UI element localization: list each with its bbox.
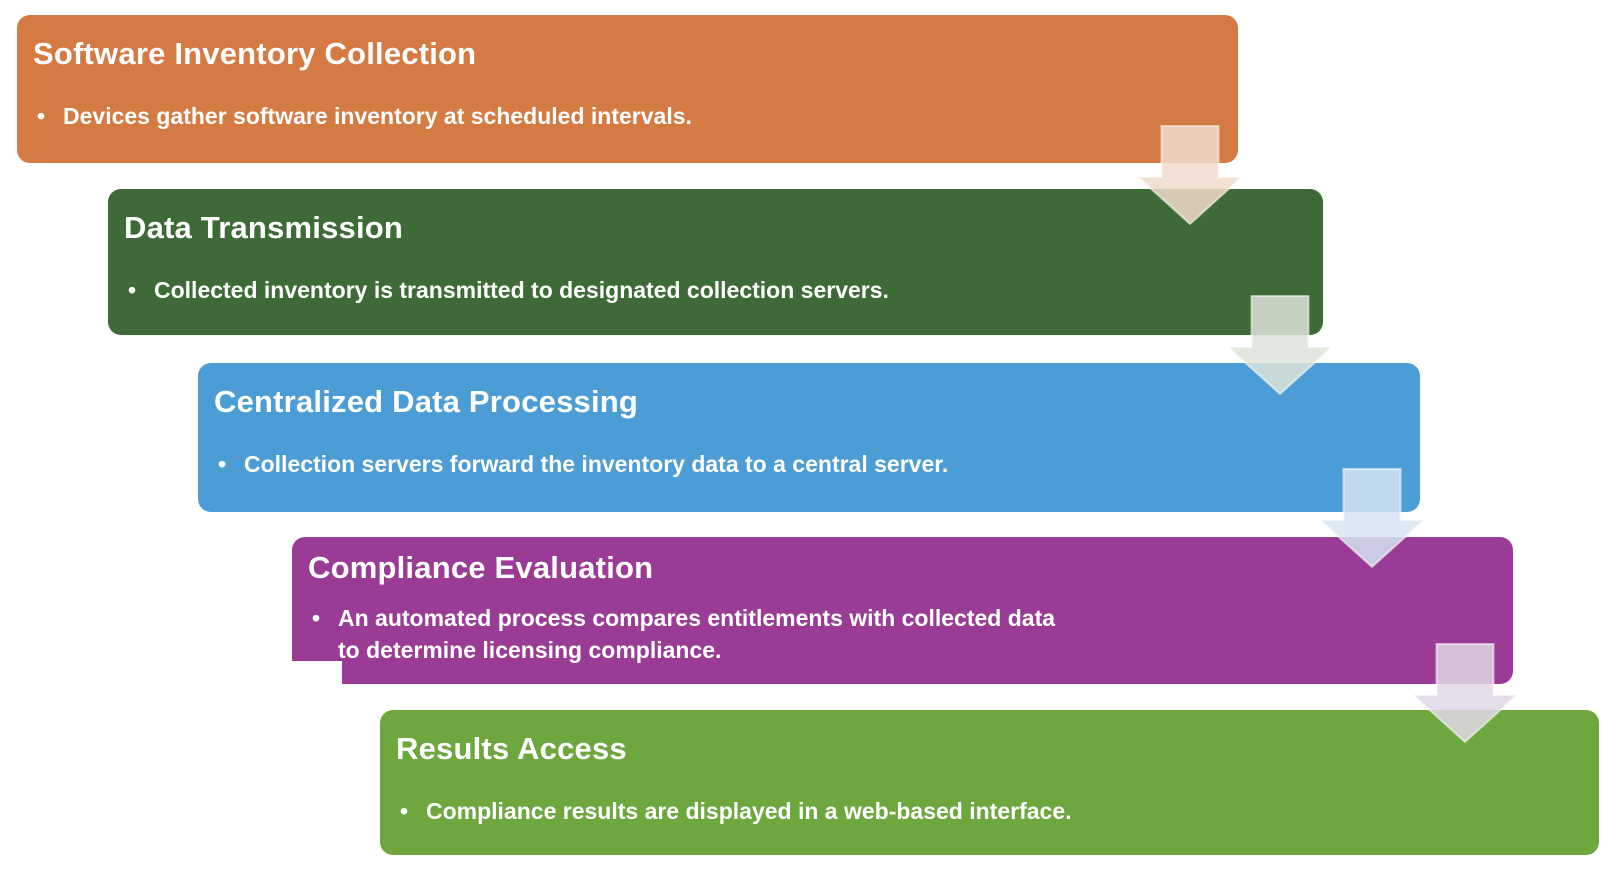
step-title: Compliance Evaluation — [308, 550, 654, 585]
bullet-line-2: to determine licensing compliance. — [338, 637, 722, 664]
step-box-data-transmission: Data Transmission • Collected inventory … — [108, 189, 1323, 335]
bullet-marker: • — [400, 797, 409, 824]
bullet-marker: • — [218, 450, 227, 477]
step-bullet: • Devices gather software inventory at s… — [37, 100, 1238, 133]
step-box-results-access: Results Access • Compliance results are … — [380, 710, 1599, 855]
bullet-text: Collected inventory is transmitted to de… — [154, 276, 889, 303]
bullet-text: Devices gather software inventory at sch… — [63, 102, 692, 129]
step-box-compliance-evaluation: Compliance Evaluation • An automated pro… — [292, 537, 1513, 684]
down-arrow-icon — [1227, 295, 1333, 395]
bullet-text: An automated process compares entitlemen… — [338, 602, 1308, 667]
step-title: Software Inventory Collection — [33, 36, 477, 71]
down-arrow-icon — [1137, 125, 1243, 225]
bullet-marker: • — [312, 604, 321, 631]
step-title: Centralized Data Processing — [214, 384, 639, 419]
step-bullet: • Compliance results are displayed in a … — [400, 795, 1599, 828]
bullet-text: Collection servers forward the inventory… — [244, 450, 949, 477]
down-arrow-icon — [1319, 468, 1425, 568]
bullet-line-1: An automated process compares entitlemen… — [338, 604, 1056, 631]
step-bullet: • An automated process compares entitlem… — [312, 602, 1513, 667]
bullet-marker: • — [128, 276, 137, 303]
compliance-box-notch — [292, 661, 342, 684]
step-box-software-inventory-collection: Software Inventory Collection • Devices … — [17, 15, 1238, 163]
step-title: Results Access — [396, 731, 627, 766]
step-bullet: • Collected inventory is transmitted to … — [128, 274, 1323, 307]
step-box-centralized-data-processing: Centralized Data Processing • Collection… — [198, 363, 1420, 512]
bullet-marker: • — [37, 102, 46, 129]
down-arrow-icon — [1412, 643, 1518, 743]
bullet-text: Compliance results are displayed in a we… — [426, 797, 1072, 824]
step-bullet: • Collection servers forward the invento… — [218, 448, 1420, 481]
step-title: Data Transmission — [124, 210, 404, 245]
